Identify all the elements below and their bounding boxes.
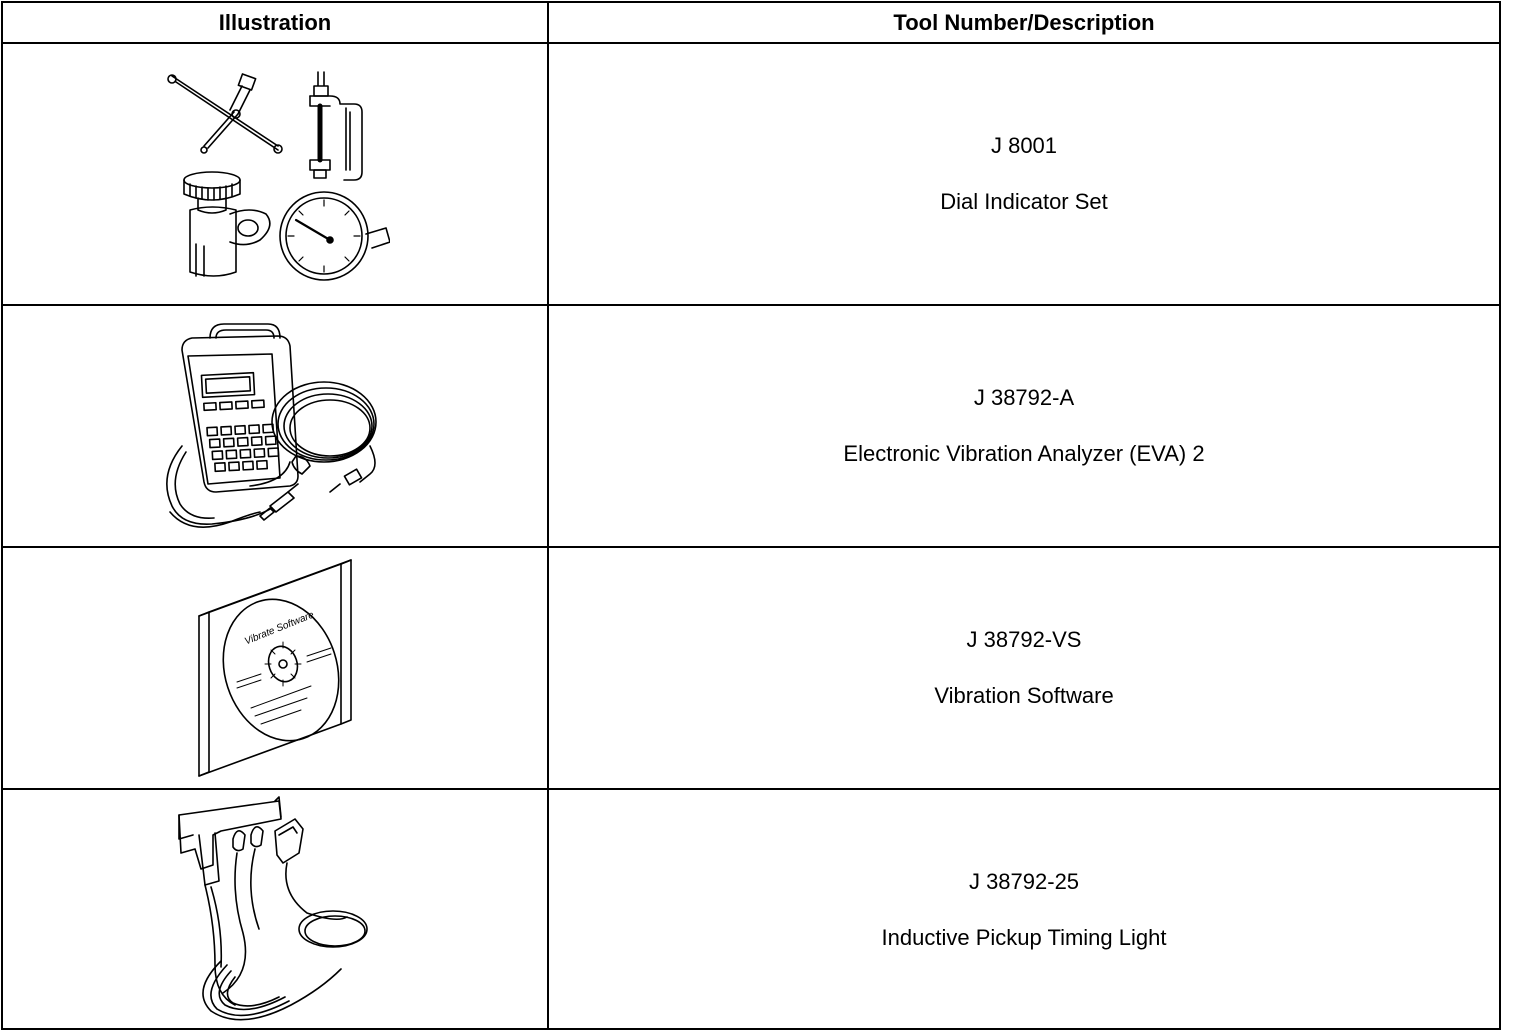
table-row: J 38792-A Electronic Vibration Analyzer …	[549, 306, 1499, 546]
header-divider	[1, 42, 1501, 44]
table-row-illustration	[3, 790, 547, 1030]
column-divider	[547, 1, 549, 1030]
timing-light-icon	[175, 795, 375, 1025]
tool-number: J 8001	[990, 133, 1058, 158]
table-row: J 38792-VS Vibration Software	[549, 548, 1499, 788]
tool-description: Electronic Vibration Analyzer (EVA) 2	[843, 441, 1205, 466]
tool-description: Vibration Software	[934, 683, 1114, 708]
tool-number: J 38792-VS	[966, 627, 1082, 652]
table-row: J 8001 Dial Indicator Set	[549, 44, 1499, 304]
table-row-illustration	[3, 44, 547, 304]
tool-number: J 38792-A	[973, 385, 1075, 410]
header-tool-number-description: Tool Number/Description	[893, 10, 1155, 35]
row-divider	[1, 304, 1501, 306]
table-row-illustration	[3, 306, 547, 546]
table-row: J 38792-25 Inductive Pickup Timing Light	[549, 790, 1499, 1030]
vibration-analyzer-icon	[160, 316, 390, 536]
software-cd-case-icon: Vibrate Software	[195, 558, 355, 778]
cd-label: Vibrate Software	[243, 609, 316, 647]
tool-number: J 38792-25	[968, 869, 1080, 894]
row-divider	[1, 546, 1501, 548]
row-divider	[1, 788, 1501, 790]
dial-indicator-set-icon	[160, 64, 390, 284]
tool-description: Dial Indicator Set	[940, 189, 1108, 214]
table-row-illustration: Vibrate Software	[3, 548, 547, 788]
tool-description: Inductive Pickup Timing Light	[881, 925, 1167, 950]
header-illustration: Illustration	[218, 10, 332, 35]
